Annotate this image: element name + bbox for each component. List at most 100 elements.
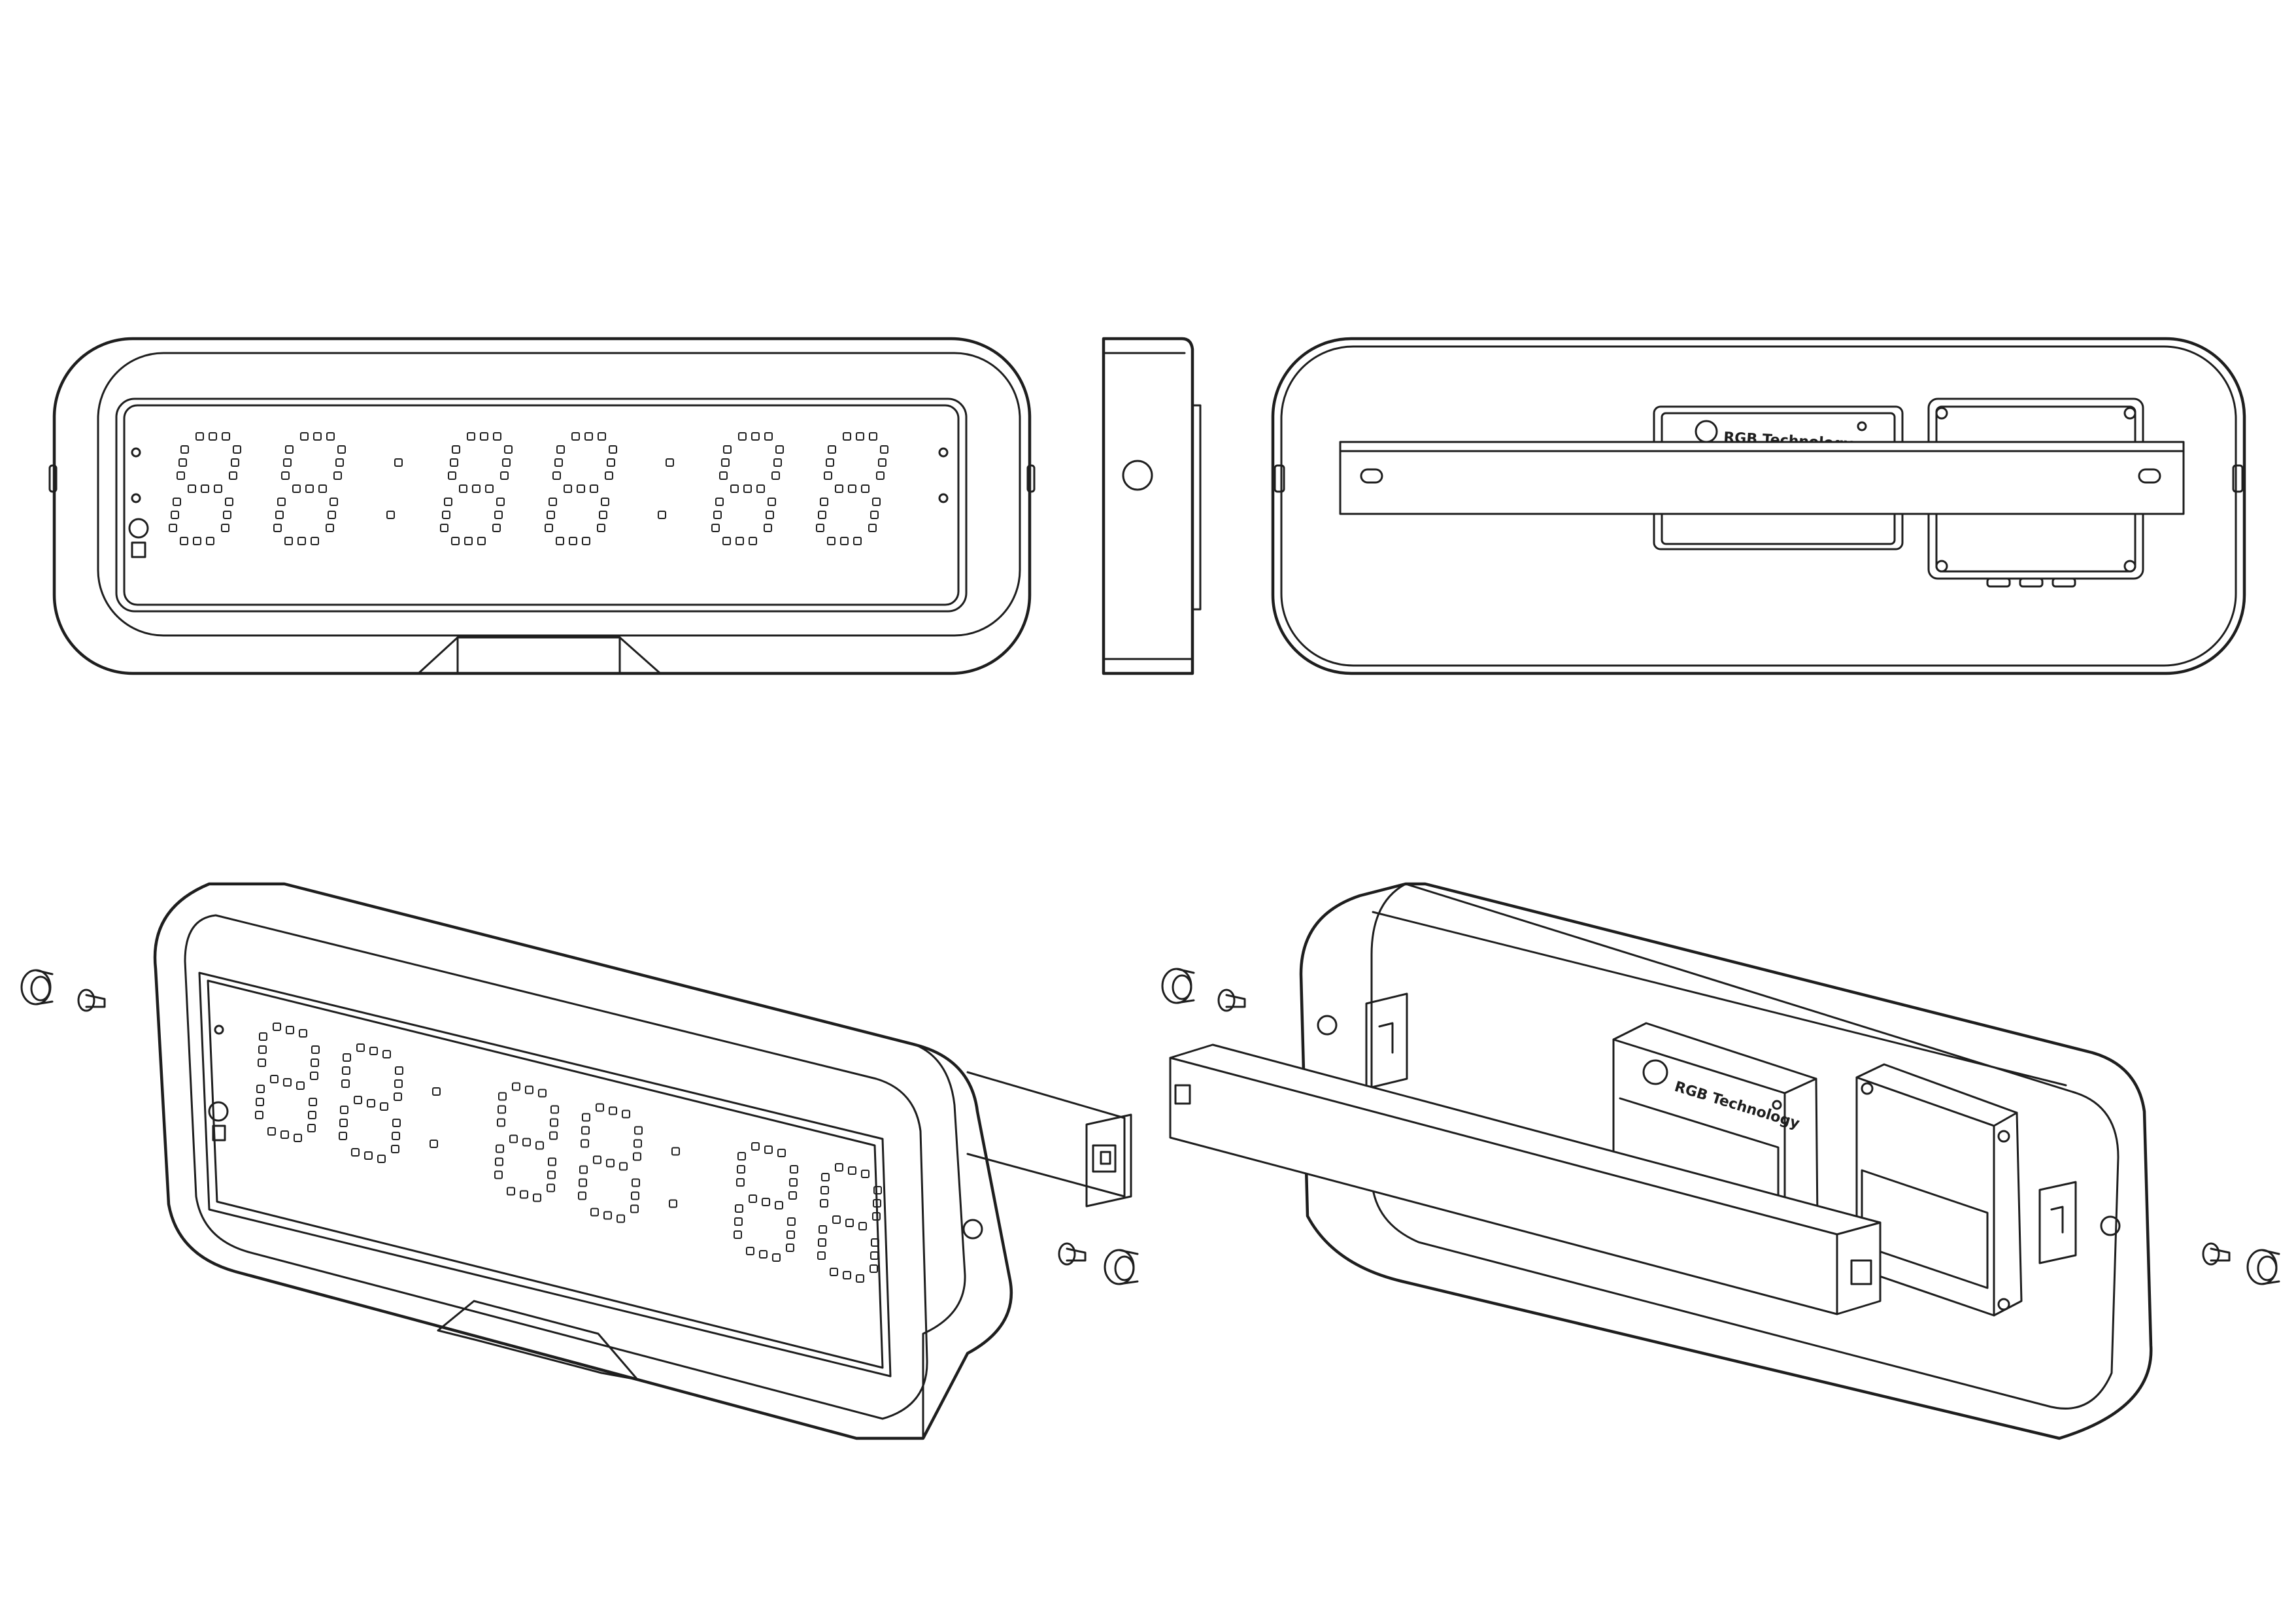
front-iso-bracket-clip [1092,1144,1117,1173]
led-dot [225,498,233,506]
led-dot [459,484,467,493]
led-dot [790,1165,798,1174]
led-dot [547,511,555,519]
led-dot [861,1170,869,1178]
led-dot [818,1238,826,1247]
led-dot [579,1178,587,1187]
rear-module-logo-icon [1695,420,1718,443]
colon-dot [430,1140,438,1148]
led-dot [283,458,292,467]
front-housing-outline [52,337,1032,675]
rear-cable-gland [1986,577,2011,588]
led-dot [178,458,187,467]
led-dot [343,1053,351,1062]
led-dot [768,498,776,506]
led-dot [442,511,450,519]
led-dot [856,432,864,441]
rear-bracket-slot [1360,468,1383,484]
led-dot [749,1194,757,1203]
led-dot [452,445,460,454]
led-dot [775,1201,783,1210]
colon-dot [666,458,674,467]
led-dot [502,458,511,467]
led-dot [284,537,293,545]
front-side-nub-right [1026,464,1036,493]
led-dot [222,432,230,441]
led-dot [843,432,851,441]
led-dot [341,1079,350,1088]
led-dot [751,1142,760,1151]
led-dot [258,1058,266,1067]
led-dot [843,1271,851,1279]
led-dot [764,1145,773,1154]
led-dot [369,1047,378,1055]
led-dot [464,537,473,545]
led-dot [472,484,481,493]
front-housing-inner-bezel [97,352,1021,637]
led-dot [713,511,722,519]
fastener-cap-icon [1161,968,1195,1004]
led-dot [820,1199,828,1208]
led-dot [256,1098,264,1106]
led-dot [504,445,513,454]
colon-dot [658,511,666,519]
led-dot [342,1066,350,1075]
led-dot [630,1204,639,1213]
front-display-frame [115,398,968,613]
led-dot [294,1134,302,1142]
led-dot [535,1141,544,1150]
led-dot [556,537,564,545]
led-dot [873,1199,881,1208]
colon-dot [671,1147,680,1156]
led-dot [858,1222,867,1230]
led-dot [305,484,314,493]
led-dot [634,1126,643,1135]
led-dot [171,511,179,519]
led-dot [300,432,309,441]
led-dot [762,1198,770,1206]
led-dot [233,445,241,454]
led-dot [734,1230,742,1239]
side-view [1102,337,1202,675]
led-dot [494,1170,503,1179]
led-dot [564,484,572,493]
led-dot [869,432,877,441]
led-dot [878,458,886,467]
led-dot [872,498,881,506]
colon-dot [669,1199,677,1208]
led-dot [820,498,828,506]
led-dot [861,484,869,493]
led-dot [722,537,731,545]
colon-dot [386,511,395,519]
rear-iso-module-led [1772,1100,1782,1110]
led-dot [581,1139,589,1148]
rear-iso-bracket-clip [1174,1084,1191,1105]
led-dot [493,432,501,441]
front-view [48,337,1036,675]
led-dot [756,484,765,493]
led-dot [173,498,181,506]
led-dot [201,484,209,493]
led-dot [578,1191,586,1200]
led-dot [193,537,201,545]
led-dot [283,1078,292,1087]
fastener-cap-icon [2246,1249,2280,1285]
led-dot [395,1066,403,1075]
led-dot [590,1208,599,1217]
rear-iso-box-screw [1997,1130,2010,1143]
rear-iso-back-panel [1370,883,2119,1410]
led-dot [496,498,505,506]
led-dot [550,1105,559,1114]
led-dot [498,1092,507,1101]
led-dot [550,1118,558,1127]
fastener-pin-icon [1058,1242,1087,1266]
front-iso-bracket-arm [966,1071,1126,1198]
led-dot [538,1089,547,1098]
led-dot [773,458,782,467]
led-dot [549,1131,558,1140]
led-dot [296,1081,305,1090]
led-dot [577,484,585,493]
front-iso-foot [437,1300,639,1381]
led-dot [275,511,284,519]
led-dot [548,1157,556,1166]
